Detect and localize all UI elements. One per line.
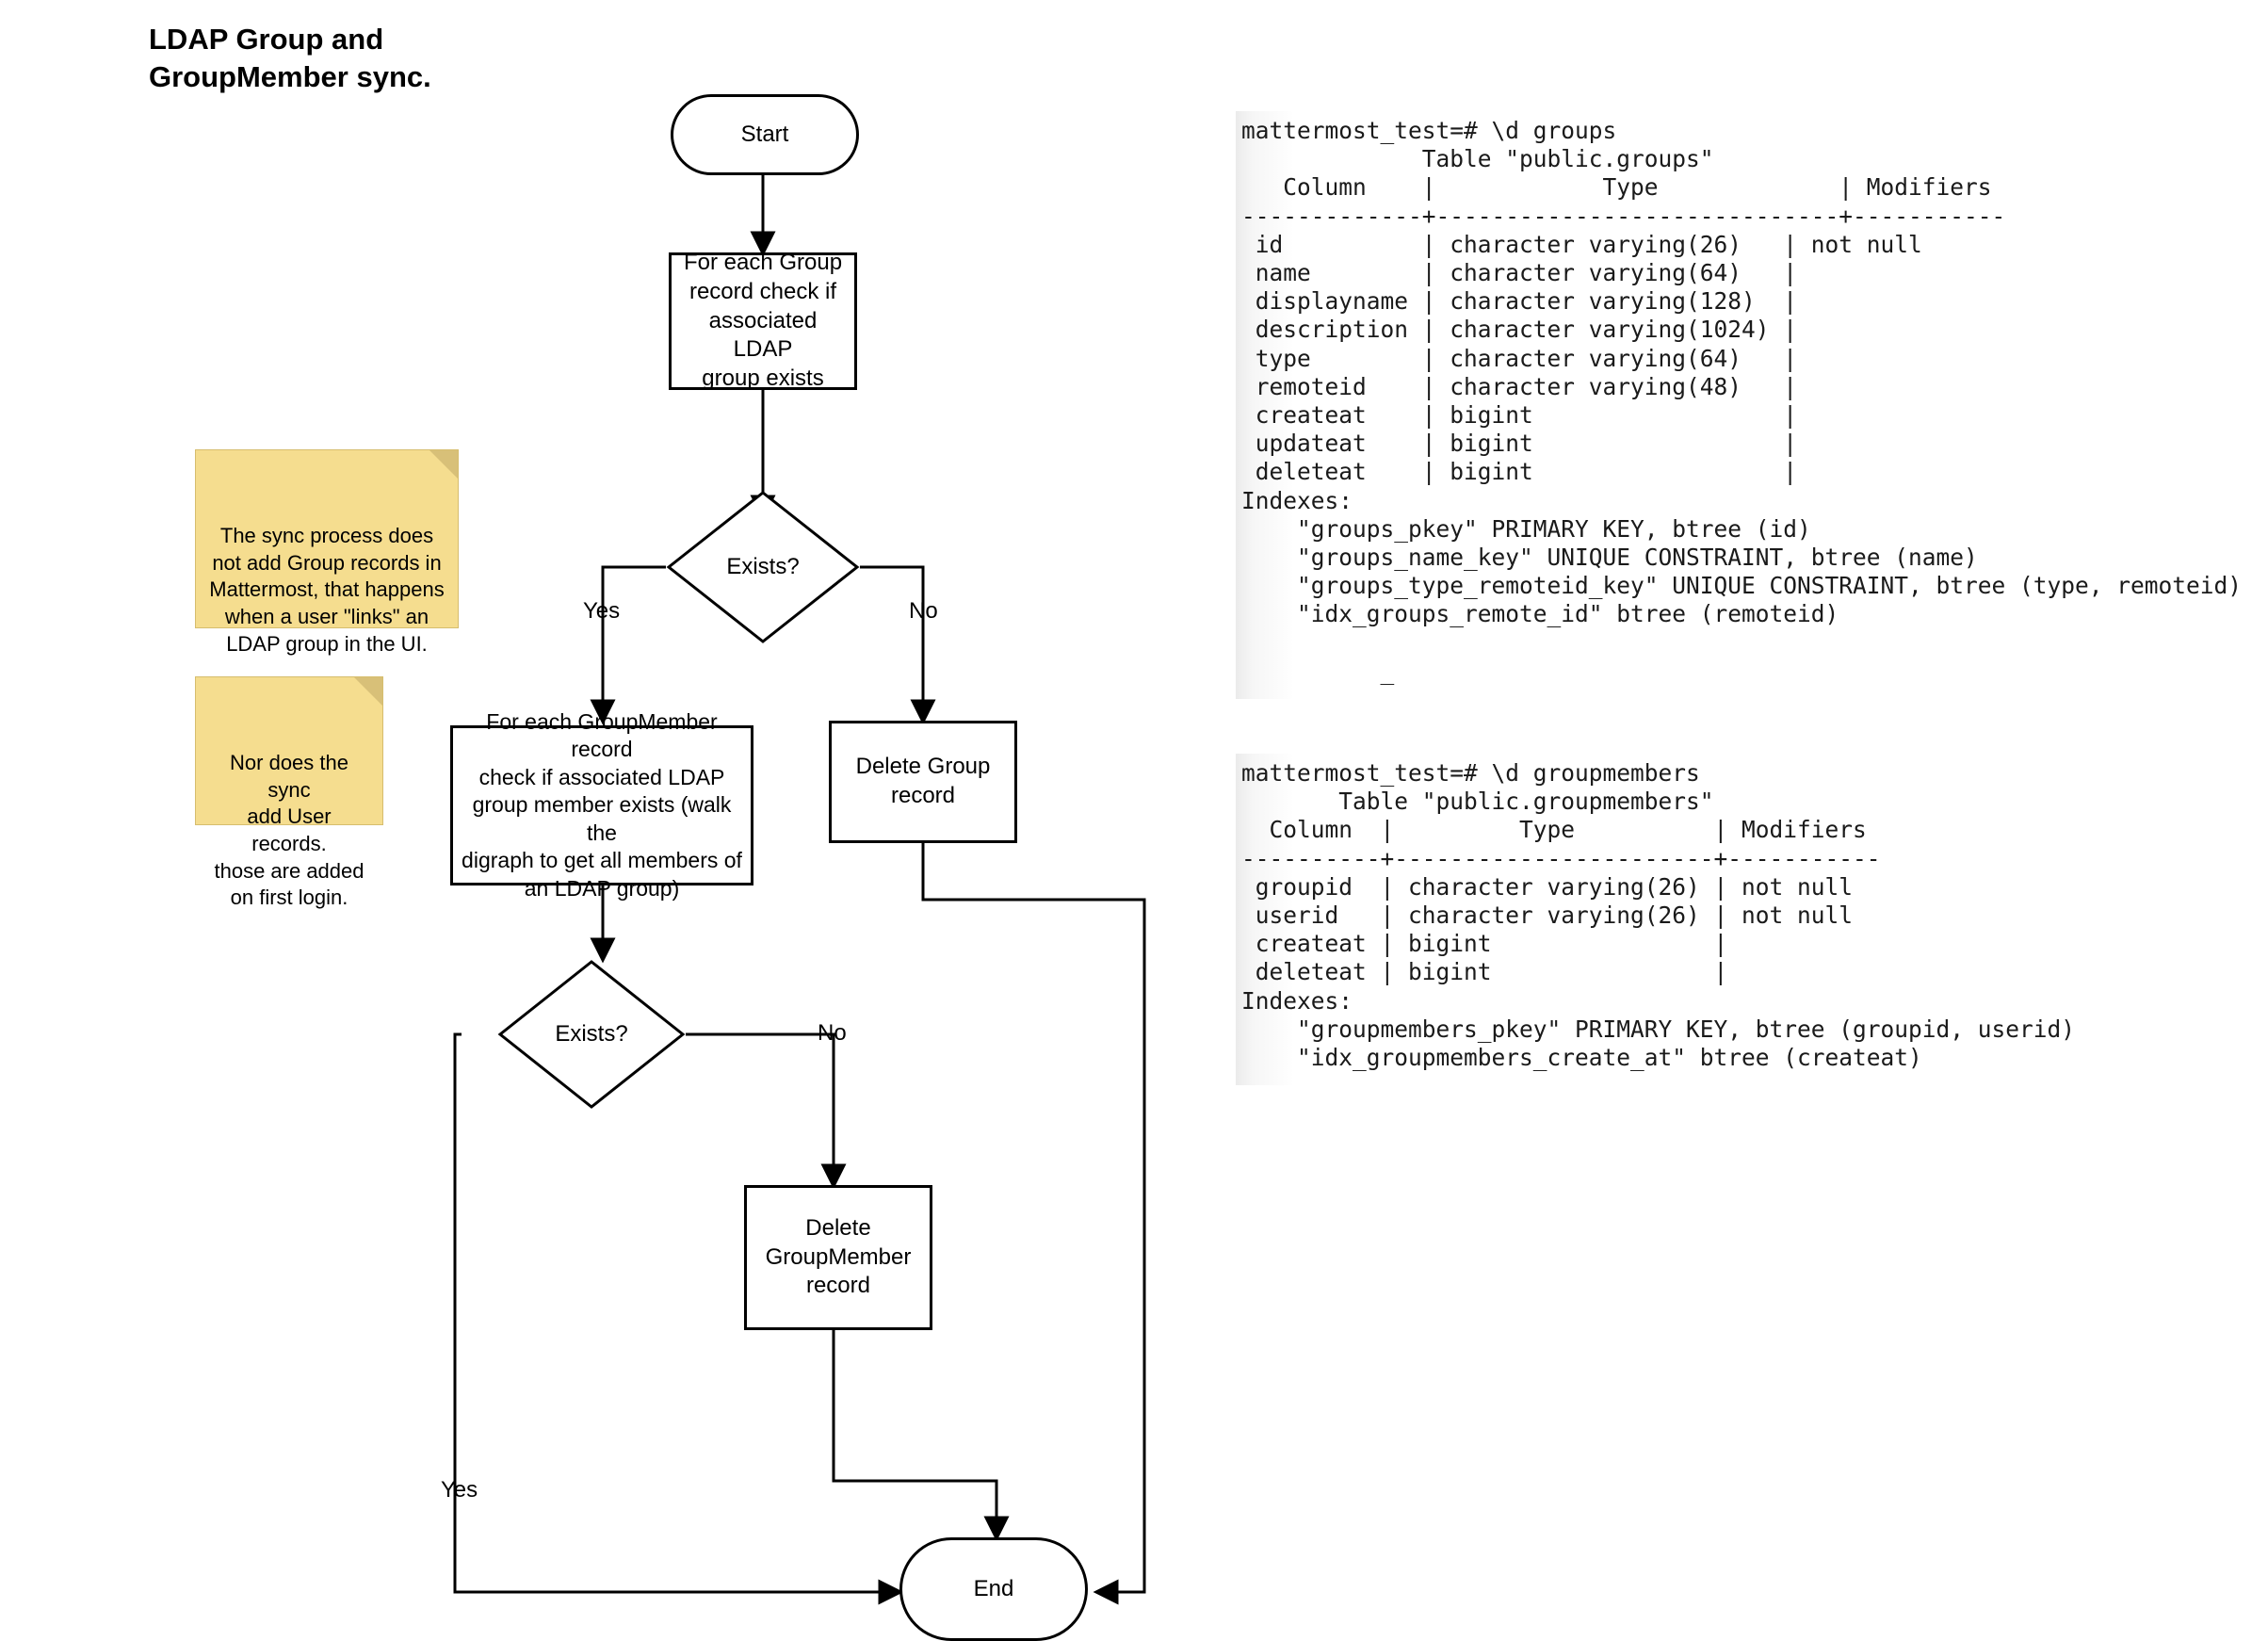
sticky-note-group-records: The sync process does not add Group reco…: [195, 449, 459, 656]
note-fold-icon: [354, 677, 382, 706]
groupmembers-table-output: mattermost_test=# \d groupmembers Table …: [1236, 754, 2075, 1086]
node-start[interactable]: Start: [671, 94, 859, 175]
node-check-group-label: For each Group record check if associate…: [683, 250, 843, 392]
edge-label-group-no: No: [909, 598, 938, 624]
node-exists-member-label: Exists?: [555, 1021, 628, 1047]
sticky-note-user-records: Nor does the sync add User records. thos…: [195, 676, 383, 909]
node-exists-member[interactable]: Exists?: [497, 959, 686, 1110]
node-end[interactable]: End: [899, 1537, 1088, 1641]
node-end-label: End: [973, 1575, 1014, 1601]
groups-table-output: mattermost_test=# \d groups Table "publi…: [1236, 111, 2242, 700]
node-check-group[interactable]: For each Group record check if associate…: [669, 250, 857, 391]
edge-label-member-no: No: [818, 1020, 847, 1046]
node-delete-group-label: Delete Group record: [855, 754, 991, 808]
node-check-groupmember[interactable]: For each GroupMember record check if ass…: [450, 709, 753, 901]
edge-label-member-yes: Yes: [441, 1477, 478, 1503]
sticky-note-user-records-text: Nor does the sync add User records. thos…: [214, 751, 364, 910]
page-title: LDAP Group and GroupMember sync.: [149, 23, 431, 93]
node-exists-group[interactable]: Exists?: [666, 490, 860, 644]
node-check-groupmember-label: For each GroupMember record check if ass…: [462, 708, 742, 901]
node-start-label: Start: [740, 121, 789, 147]
flowchart: Start For each Group record check if ass…: [195, 94, 1146, 1641]
node-delete-groupmember-label: Delete GroupMember record: [765, 1214, 912, 1299]
note-fold-icon: [429, 450, 458, 479]
sticky-note-group-records-text: The sync process does not add Group reco…: [209, 524, 445, 656]
flowchart-connectors: [453, 175, 1146, 1605]
node-delete-group[interactable]: Delete Group record: [829, 721, 1017, 843]
edge-label-group-yes: Yes: [583, 598, 621, 624]
node-exists-group-label: Exists?: [726, 554, 800, 579]
node-delete-groupmember[interactable]: Delete GroupMember record: [744, 1185, 932, 1330]
